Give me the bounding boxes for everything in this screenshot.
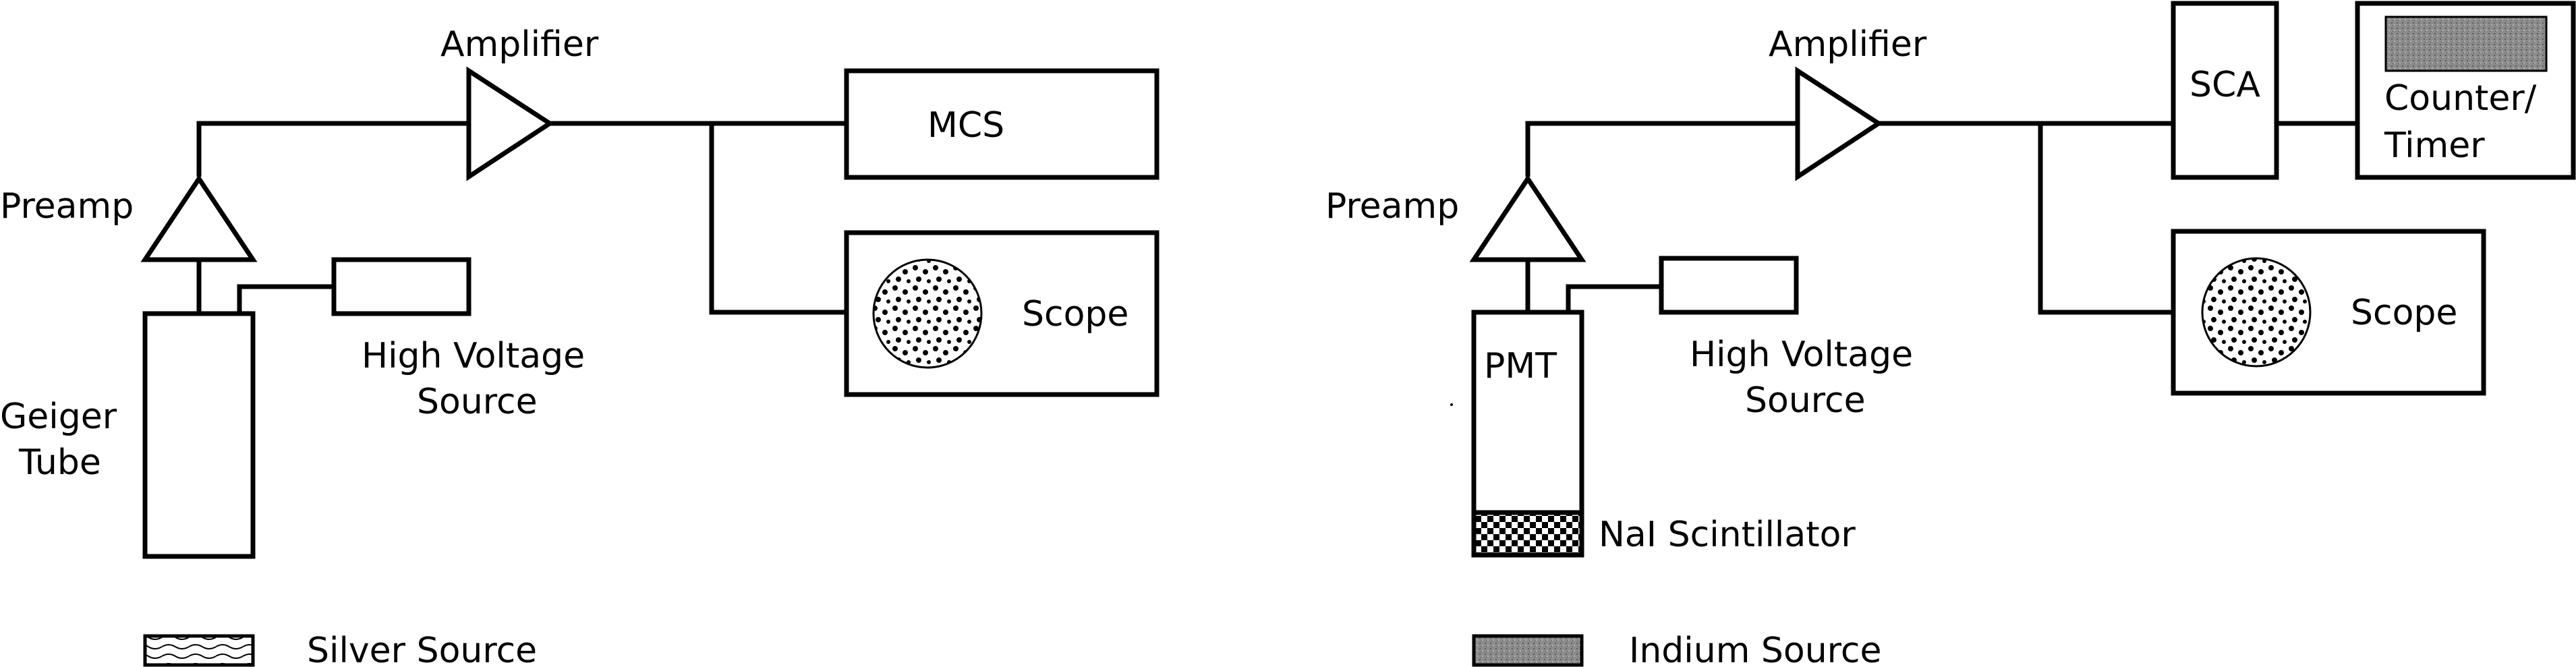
nai-scintillator bbox=[1471, 510, 1584, 558]
geiger-label-line1: Geiger bbox=[0, 397, 117, 437]
counter-label-line1: Counter/ bbox=[2384, 78, 2537, 119]
left-amplifier-label: Amplifier bbox=[440, 24, 599, 65]
indium-source-label: Indium Source bbox=[1629, 631, 1882, 667]
left-scope-screen bbox=[872, 258, 983, 369]
right-scope-branch-wire bbox=[2038, 123, 2173, 315]
left-scope-label: Scope bbox=[1022, 294, 1128, 335]
stray-dot bbox=[1450, 403, 1453, 406]
right-signal-wire bbox=[1525, 121, 1798, 177]
left-signal-wire bbox=[196, 121, 469, 177]
left-setup: Amplifier Preamp High Voltage Source MCS… bbox=[0, 24, 1160, 667]
right-scope-screen bbox=[2201, 257, 2312, 368]
right-amplifier-label: Amplifier bbox=[1769, 24, 1927, 65]
left-preamp-label: Preamp bbox=[0, 186, 134, 227]
right-scope-label: Scope bbox=[2351, 293, 2457, 333]
sca-box bbox=[2171, 1, 2279, 180]
left-hv-source-box bbox=[331, 257, 471, 316]
counter-label-line2: Timer bbox=[2384, 125, 2485, 166]
sca-label: SCA bbox=[2189, 65, 2260, 105]
right-preamp-symbol bbox=[1469, 174, 1586, 262]
geiger-tube bbox=[142, 311, 256, 559]
right-setup: Amplifier Preamp High Voltage Source SCA… bbox=[1325, 1, 2576, 667]
right-hv-source-box bbox=[1659, 256, 1799, 315]
mcs-box bbox=[844, 68, 1160, 180]
right-hv-wire bbox=[1566, 284, 1661, 312]
left-amplifier-symbol bbox=[466, 66, 554, 181]
left-hv-label-line2: Source bbox=[417, 382, 538, 422]
right-hv-label-line2: Source bbox=[1745, 380, 1866, 421]
right-preamp-label: Preamp bbox=[1325, 186, 1459, 227]
pmt-label: PMT bbox=[1484, 346, 1557, 386]
left-hv-wire bbox=[237, 284, 334, 312]
silver-source-label: Silver Source bbox=[307, 631, 537, 667]
geiger-label-line2: Tube bbox=[18, 442, 101, 483]
right-hv-label-line1: High Voltage bbox=[1690, 335, 1913, 375]
right-amplifier-symbol bbox=[1795, 66, 1883, 181]
left-scope-branch-wire bbox=[709, 123, 847, 315]
indium-source-swatch bbox=[1472, 634, 1584, 667]
left-hv-label-line1: High Voltage bbox=[362, 336, 585, 376]
mcs-label: MCS bbox=[927, 105, 1004, 146]
scintillator-label: NaI Scintillator bbox=[1599, 515, 1856, 555]
counter-display bbox=[2384, 16, 2548, 72]
silver-source-swatch bbox=[143, 634, 255, 667]
left-preamp-symbol bbox=[140, 174, 258, 262]
